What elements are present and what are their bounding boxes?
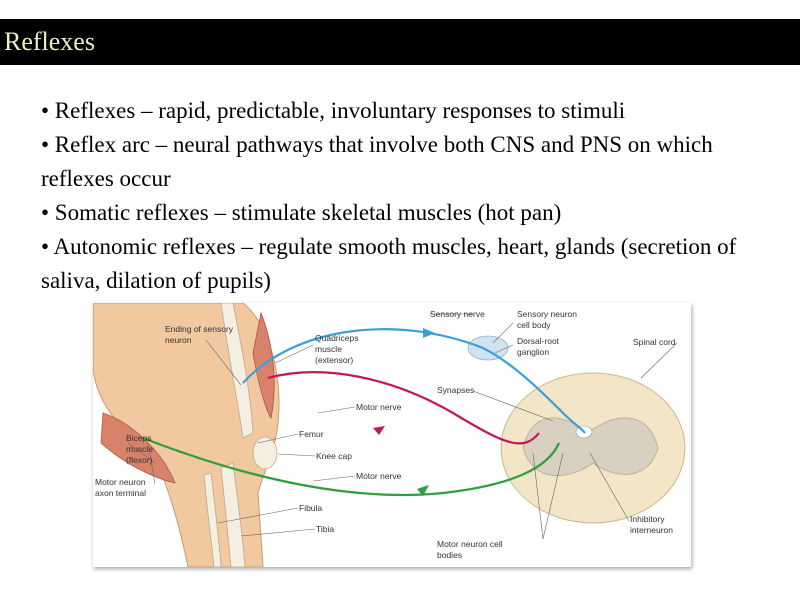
label-synapses: Synapses [437, 385, 474, 395]
motor-nerve-extensor-path [267, 371, 540, 445]
bullet-reflex-arc: • Reflex arc – neural pathways that invo… [41, 132, 713, 191]
femur-bone [220, 303, 254, 439]
sensory-arrow [423, 328, 435, 338]
biceps-muscle [100, 412, 176, 484]
bullet-list: • Reflexes – rapid, predictable, involun… [41, 94, 781, 298]
knee-cap [252, 436, 278, 470]
label-knee-cap: Knee cap [316, 451, 352, 461]
motor-extensor-arrow [373, 426, 385, 435]
bullet-reflexes: • Reflexes – rapid, predictable, involun… [41, 98, 626, 123]
tibia-bone [220, 462, 246, 567]
label-spinal-cord: Spinal cord [633, 337, 676, 347]
slide-title: Reflexes [4, 27, 95, 56]
label-motor-nerve-1: Motor nerve [356, 402, 402, 412]
motor-flexor-arrow [417, 485, 429, 496]
title-bar: Reflexes [0, 19, 800, 65]
label-motor-nerve-2: Motor nerve [356, 471, 402, 481]
fibula-bone [203, 472, 222, 567]
bullet-autonomic: • Autonomic reflexes – regulate smooth m… [41, 234, 737, 293]
leg-illustration [93, 303, 280, 567]
sensory-nerve-path [242, 328, 586, 434]
spinal-cord-section [467, 335, 686, 524]
label-tibia: Tibia [316, 524, 334, 534]
bullet-somatic: • Somatic reflexes – stimulate skeletal … [41, 200, 562, 225]
label-sensory-nerve: Sensory nerve [430, 309, 485, 319]
label-fibula: Fibula [299, 503, 322, 513]
dorsal-root-ganglion [467, 335, 509, 361]
label-femur: Femur [299, 429, 324, 439]
